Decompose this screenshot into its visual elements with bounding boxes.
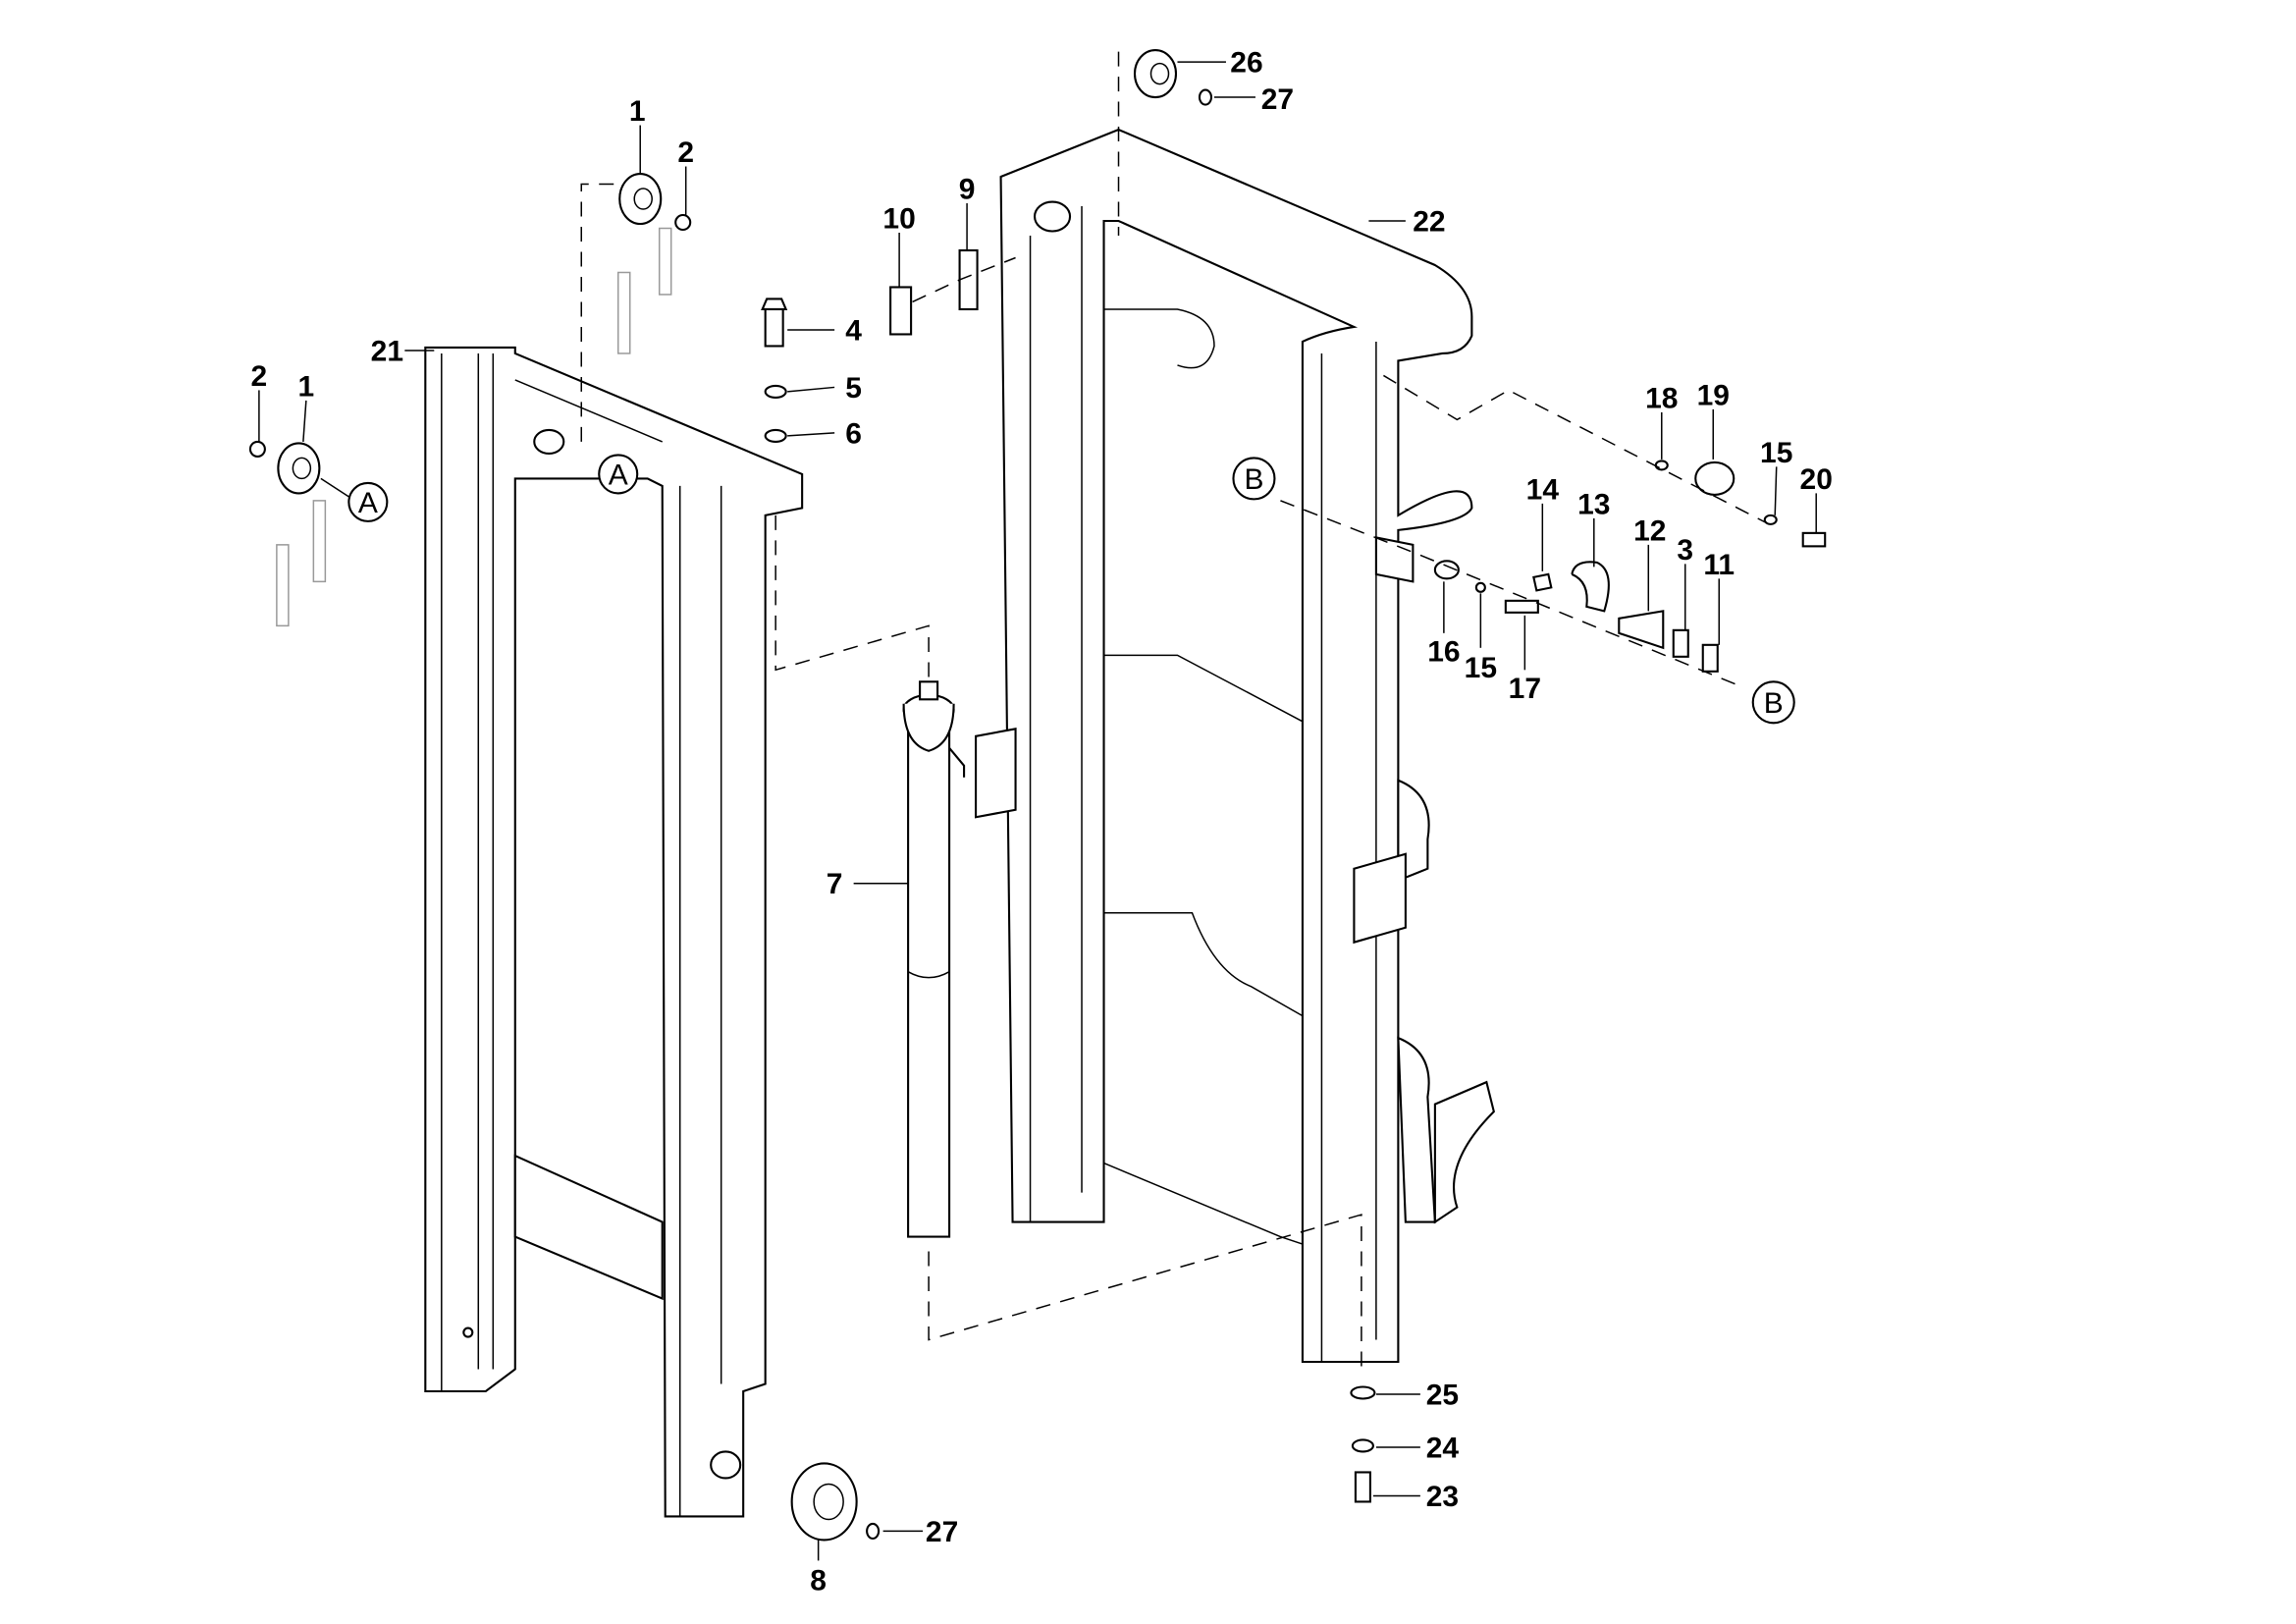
callout-7: 7 bbox=[827, 868, 843, 900]
reference-b-bracket: B bbox=[1764, 687, 1784, 720]
lift-chains bbox=[276, 227, 672, 627]
callout-2: 2 bbox=[251, 360, 268, 393]
callout-14: 14 bbox=[1526, 473, 1560, 506]
callout-17: 17 bbox=[1509, 673, 1541, 705]
callout-3: 3 bbox=[1677, 534, 1693, 567]
callout-16: 16 bbox=[1427, 635, 1460, 668]
callout-8: 8 bbox=[810, 1564, 827, 1597]
callout-18: 18 bbox=[1645, 382, 1678, 414]
callout-6: 6 bbox=[845, 417, 862, 450]
callout-25: 25 bbox=[1426, 1379, 1459, 1411]
small-parts bbox=[248, 49, 1827, 1542]
callout-23: 23 bbox=[1426, 1481, 1459, 1513]
callout-22: 22 bbox=[1413, 206, 1445, 239]
lift-cylinder-7 bbox=[902, 680, 966, 1238]
callout-26: 26 bbox=[1230, 47, 1262, 80]
callout-2: 2 bbox=[677, 136, 694, 169]
reference-a-left: A bbox=[358, 487, 378, 519]
callout-4: 4 bbox=[845, 314, 862, 347]
callout-21: 21 bbox=[371, 335, 403, 367]
callout-labels: 1 2 2 1 21 10 9 4 5 6 26 27 22 18 19 15 … bbox=[251, 47, 1833, 1597]
callout-1: 1 bbox=[298, 370, 315, 403]
outer-mast-22 bbox=[975, 128, 1496, 1364]
callout-1: 1 bbox=[629, 95, 646, 128]
inner-mast-21 bbox=[424, 346, 804, 1518]
callout-5: 5 bbox=[845, 372, 862, 405]
callout-24: 24 bbox=[1426, 1432, 1460, 1464]
callout-20: 20 bbox=[1800, 463, 1833, 496]
callout-11: 11 bbox=[1703, 549, 1735, 581]
reference-a-mast: A bbox=[609, 459, 628, 491]
callout-15: 15 bbox=[1465, 652, 1497, 684]
callout-12: 12 bbox=[1633, 514, 1666, 547]
callout-27: 27 bbox=[926, 1516, 958, 1548]
callout-13: 13 bbox=[1577, 488, 1610, 520]
callout-10: 10 bbox=[882, 203, 915, 236]
assembly-dashed-lines bbox=[580, 51, 1767, 1378]
reference-markers: A A B B bbox=[347, 454, 1795, 725]
callout-27: 27 bbox=[1261, 83, 1294, 116]
callout-9: 9 bbox=[959, 174, 976, 206]
callout-19: 19 bbox=[1697, 379, 1730, 411]
reference-b-mast: B bbox=[1244, 463, 1263, 496]
callout-15: 15 bbox=[1760, 437, 1792, 469]
leader-lines bbox=[258, 61, 1817, 1561]
